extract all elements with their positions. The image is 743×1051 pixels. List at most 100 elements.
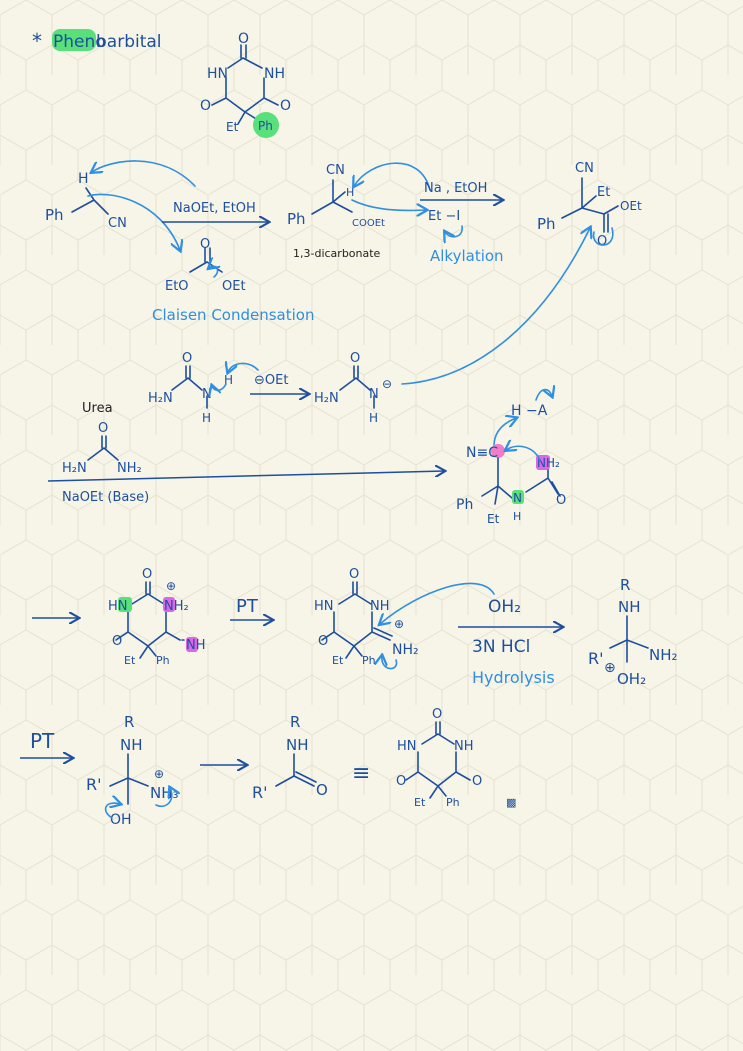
row-5: PT R NH R' NH₃ ⊕ OH R NH R' O ≡ O HN NH …: [20, 707, 516, 828]
svg-text:Et: Et: [487, 512, 500, 526]
svg-text:OH: OH: [110, 812, 132, 828]
svg-text:O: O: [98, 421, 108, 436]
svg-text:NH: NH: [286, 736, 309, 754]
svg-text:R: R: [620, 576, 630, 594]
svg-text:NH₂: NH₂: [164, 599, 189, 614]
svg-text:R': R': [588, 649, 604, 668]
svg-text:EtO: EtO: [165, 279, 189, 294]
svg-text:NH: NH: [370, 599, 390, 614]
svg-text:⊕: ⊕: [394, 617, 404, 631]
svg-text:N: N: [202, 387, 212, 402]
svg-text:H −A: H −A: [511, 403, 548, 419]
svg-text:HN: HN: [397, 739, 417, 754]
svg-text:⊕: ⊕: [154, 767, 164, 781]
svg-text:Ph: Ph: [537, 215, 556, 233]
svg-text:⊖: ⊖: [382, 377, 392, 391]
svg-text:⊖OEt: ⊖OEt: [254, 373, 288, 388]
svg-text:H: H: [346, 186, 354, 199]
svg-text:H: H: [224, 373, 233, 387]
svg-text:O: O: [556, 493, 566, 508]
svg-text:R: R: [290, 713, 300, 731]
svg-text:NH: NH: [264, 66, 285, 82]
svg-text:OH₂: OH₂: [488, 597, 521, 617]
svg-text:HN: HN: [314, 599, 334, 614]
svg-text:CN: CN: [326, 163, 345, 178]
svg-text:⊕: ⊕: [166, 579, 176, 593]
svg-text:NH₂: NH₂: [392, 642, 419, 658]
nh-highlight: [512, 490, 524, 504]
svg-text:Et: Et: [124, 654, 136, 667]
carbon-highlight: [491, 444, 505, 458]
svg-text:Ph: Ph: [446, 796, 460, 809]
svg-text:COOEt: COOEt: [352, 218, 385, 229]
svg-text:NH₂: NH₂: [117, 461, 142, 476]
svg-text:≡: ≡: [352, 761, 370, 786]
svg-text:O: O: [280, 98, 291, 114]
svg-text:HN: HN: [108, 599, 128, 614]
svg-text:Ph: Ph: [362, 654, 376, 667]
svg-text:H₂N: H₂N: [148, 391, 173, 406]
svg-text:O: O: [350, 351, 360, 366]
svg-text:N: N: [513, 491, 522, 505]
svg-text:H₂N: H₂N: [62, 461, 87, 476]
svg-text:O: O: [349, 567, 359, 582]
svg-text:N: N: [369, 387, 379, 402]
svg-text:Urea: Urea: [82, 401, 113, 416]
svg-text:Ph: Ph: [287, 210, 306, 228]
svg-text:3N HCl: 3N HCl: [472, 637, 530, 657]
svg-text:Et: Et: [226, 120, 239, 134]
svg-text:H: H: [202, 411, 211, 425]
svg-text:NH: NH: [120, 736, 143, 754]
title-highlight: [52, 29, 96, 51]
svg-text:Et: Et: [597, 185, 610, 200]
svg-text:⊕: ⊕: [604, 660, 616, 676]
svg-text:PT: PT: [236, 596, 259, 617]
svg-text:NH: NH: [186, 638, 206, 653]
svg-text:OEt: OEt: [222, 279, 246, 294]
phenobarbital-structure: O HN NH O O Et Ph: [200, 31, 291, 138]
row-4: O HN NH₂ ⊕ O NH Et Ph PT O HN NH O NH₂ ⊕…: [32, 567, 678, 688]
svg-text:O: O: [238, 31, 249, 47]
title-star: *: [32, 29, 42, 53]
svg-text:OEt: OEt: [620, 199, 642, 213]
svg-text:N≡C: N≡C: [466, 445, 498, 461]
svg-text:NH: NH: [454, 739, 474, 754]
svg-text:Hydrolysis: Hydrolysis: [472, 668, 555, 687]
svg-text:Et: Et: [414, 796, 426, 809]
svg-text:O: O: [200, 98, 211, 114]
svg-text:O: O: [432, 707, 442, 722]
urea-deprotonation-row: O H₂N N H H ⊖OEt O H₂N N ⊖ H Urea O H₂N …: [47, 228, 590, 505]
svg-text:O: O: [142, 567, 152, 582]
svg-text:Ph: Ph: [258, 119, 273, 133]
svg-text:Alkylation: Alkylation: [430, 247, 504, 265]
svg-text:R: R: [124, 713, 134, 731]
svg-text:O: O: [472, 774, 482, 789]
claisen-row: H Ph CN NaOEt, EtOH O EtO OEt Claisen Co…: [45, 160, 642, 324]
svg-text:R': R': [252, 783, 268, 802]
svg-text:1,3-dicarbonate: 1,3-dicarbonate: [293, 247, 381, 260]
svg-text:O: O: [182, 351, 192, 366]
title-rest: barbital: [96, 32, 162, 52]
svg-text:Et −I: Et −I: [428, 209, 460, 224]
svg-text:NH₂: NH₂: [649, 646, 678, 664]
svg-text:H: H: [78, 171, 89, 187]
svg-text:NH: NH: [618, 598, 641, 616]
svg-text:NH₃: NH₃: [150, 784, 179, 802]
svg-text:O: O: [316, 781, 328, 799]
svg-text:Ph: Ph: [156, 654, 170, 667]
svg-text:O: O: [396, 774, 406, 789]
svg-text:O: O: [597, 234, 607, 249]
svg-text:NaOEt, EtOH: NaOEt, EtOH: [173, 201, 256, 216]
svg-text:H: H: [369, 411, 378, 425]
svg-text:Et: Et: [332, 654, 344, 667]
svg-text:NH₂: NH₂: [537, 456, 560, 470]
cyclization-intermediate: H −A N≡C NH₂ Ph Et N H O: [456, 390, 566, 526]
svg-text:O: O: [318, 634, 328, 649]
end-mark: ▩: [506, 796, 516, 809]
svg-text:O: O: [112, 634, 122, 649]
svg-text:CN: CN: [575, 161, 594, 176]
svg-text:OH₂: OH₂: [617, 670, 646, 688]
